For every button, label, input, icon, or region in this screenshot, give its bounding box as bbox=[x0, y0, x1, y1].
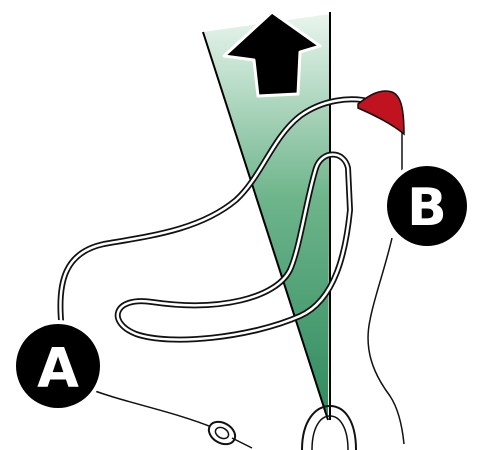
bottom-ring bbox=[301, 404, 357, 450]
badge-b-label: B bbox=[407, 178, 447, 238]
wire-a-down bbox=[81, 385, 215, 429]
cable-path bbox=[57, 96, 375, 333]
earbud-icon bbox=[207, 420, 253, 449]
badge-b: B bbox=[383, 162, 471, 250]
wedge-edge-left bbox=[202, 31, 329, 421]
badge-a-label: A bbox=[37, 337, 79, 400]
wire-b-down bbox=[367, 237, 405, 445]
red-tab bbox=[357, 90, 405, 136]
inner-slot bbox=[114, 151, 353, 343]
arrow-up-icon bbox=[222, 10, 322, 98]
badge-a: A bbox=[12, 320, 104, 412]
